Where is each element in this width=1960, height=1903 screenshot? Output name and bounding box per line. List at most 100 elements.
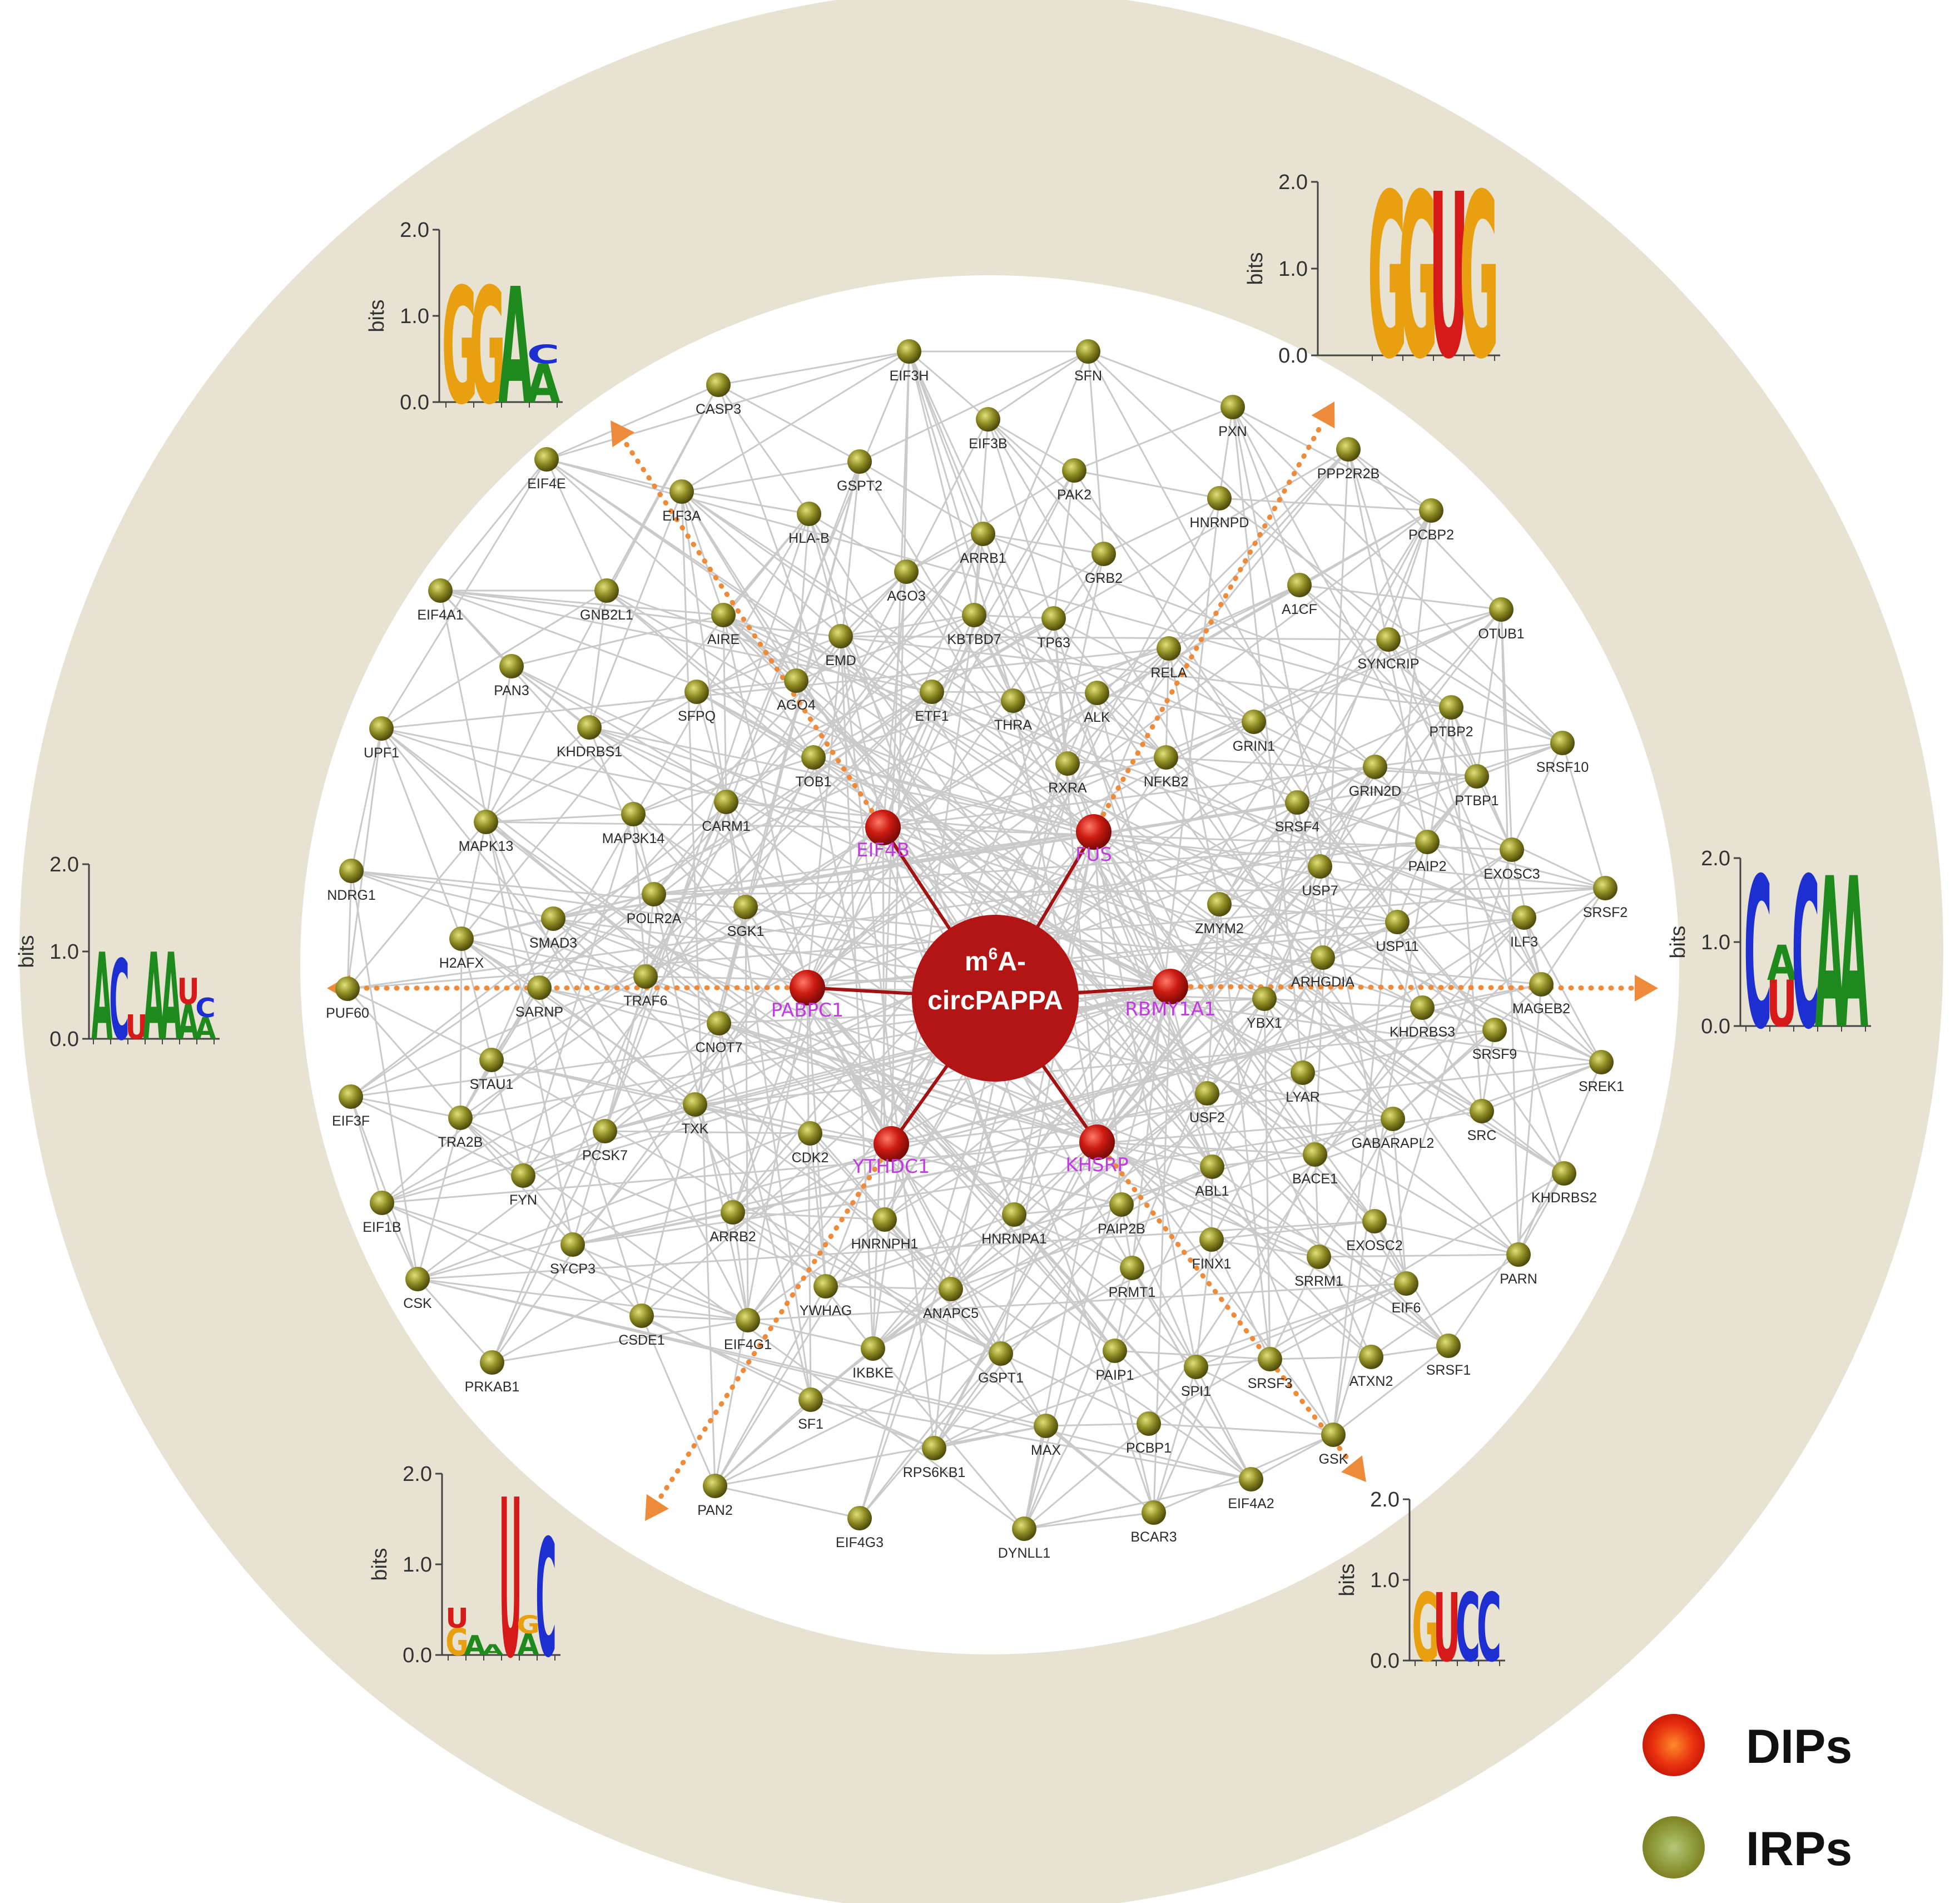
- network-edge: [485, 384, 720, 822]
- irp-node-pcbp1: PCBP1: [1126, 1411, 1172, 1456]
- irp-marker: [1120, 1256, 1144, 1280]
- network-edge: [546, 350, 910, 460]
- network-edge: [1302, 1072, 1316, 1155]
- irp-label: SRSF10: [1536, 760, 1589, 775]
- irp-marker: [1103, 1339, 1127, 1363]
- network-edge: [859, 998, 1266, 1519]
- irp-marker: [1465, 764, 1489, 789]
- irp-marker: [872, 1207, 897, 1232]
- irp-marker: [1482, 1018, 1507, 1042]
- irp-marker: [1242, 710, 1266, 734]
- irp-node-parn: PARN: [1500, 1242, 1537, 1287]
- irp-marker: [1419, 498, 1443, 523]
- logo-letter-a: A: [464, 1630, 486, 1662]
- network-edge: [891, 1007, 1423, 1145]
- irp-node-emd: EMD: [825, 624, 856, 668]
- network-edge: [1476, 742, 1563, 777]
- network-edge: [882, 826, 1495, 1031]
- logo-y-tick-label: 2.0: [49, 853, 79, 876]
- network-edge: [714, 1347, 874, 1487]
- network-edge: [722, 614, 815, 758]
- irp-marker: [1439, 695, 1463, 720]
- irp-marker: [633, 964, 658, 989]
- network-edge: [641, 1315, 748, 1321]
- irp-node-hnrnph1: HNRNPH1: [851, 1207, 919, 1252]
- network-edge: [1024, 1423, 1149, 1530]
- network-edge: [1045, 1425, 1154, 1514]
- irp-label: GSPT1: [978, 1370, 1024, 1386]
- logo-letter-u: U: [177, 971, 199, 1013]
- network-edge: [632, 814, 655, 895]
- irp-label: H2AFX: [439, 955, 484, 971]
- dip-node-eif4b: EIF4B: [856, 810, 910, 861]
- irp-label: EIF1B: [363, 1220, 401, 1235]
- network-edge: [840, 636, 874, 1349]
- irp-marker: [894, 559, 919, 584]
- irp-label: ILF3: [1510, 934, 1538, 950]
- irp-node-srsf1: SRSF1: [1426, 1334, 1471, 1378]
- network-edge: [933, 776, 1478, 1449]
- network-edge: [439, 590, 574, 1245]
- network-edge: [380, 728, 874, 1349]
- irp-label: EIF4A1: [417, 607, 463, 623]
- network-edge: [1511, 742, 1564, 850]
- irp-marker: [1529, 972, 1554, 997]
- irp-marker: [1512, 905, 1536, 930]
- irp-marker: [511, 1163, 535, 1188]
- network-edge: [1253, 608, 1502, 723]
- logo-letter-c: C: [535, 1506, 556, 1694]
- dip-label: KHSRP: [1065, 1154, 1129, 1176]
- network-edge: [1114, 887, 1606, 1352]
- irp-node-pxn: PXN: [1218, 395, 1247, 439]
- network-edge: [461, 918, 554, 940]
- network-edge: [812, 757, 892, 1144]
- network-edge: [987, 419, 1394, 1119]
- network-edge: [1023, 1142, 1098, 1529]
- network-edge: [485, 821, 1133, 1269]
- network-edge: [1332, 510, 1432, 1435]
- irp-label: KHDRBS1: [557, 744, 622, 760]
- network-edge: [718, 384, 860, 463]
- irp-node-mageb2: MAGEB2: [1512, 972, 1570, 1017]
- irp-node-thra: THRA: [994, 688, 1032, 733]
- irp-node-bace1: BACE1: [1292, 1142, 1338, 1187]
- irp-label: HNRNPH1: [851, 1236, 919, 1252]
- irp-label: SGK1: [727, 924, 765, 939]
- irp-node-hnrnpd: HNRNPD: [1190, 486, 1249, 531]
- network-edge: [882, 826, 1372, 1358]
- network-edge: [808, 513, 842, 637]
- network-edge: [987, 419, 1105, 554]
- irp-marker: [541, 906, 565, 931]
- logo-y-tick-label: 0.0: [400, 391, 429, 414]
- logo-y-label: bits: [365, 299, 389, 332]
- dip-node-pabpc1: PABPC1: [771, 970, 843, 1022]
- irp-node-paip1: PAIP1: [1095, 1339, 1134, 1383]
- irp-node-stau1: STAU1: [470, 1048, 513, 1092]
- network-edge: [808, 513, 1213, 1167]
- irp-label: OTUB1: [1478, 626, 1524, 642]
- irp-marker: [1307, 1245, 1331, 1269]
- logo-y-tick-label: 2.0: [1370, 1488, 1400, 1512]
- network-edge: [1211, 1220, 1375, 1241]
- irp-node-exosc2: EXOSC2: [1346, 1209, 1403, 1253]
- irp-node-prmt1: PRMT1: [1109, 1256, 1155, 1300]
- irp-marker: [920, 680, 944, 704]
- network-edge: [1148, 1007, 1423, 1424]
- irp-node-exosc3: EXOSC3: [1483, 837, 1540, 882]
- irp-label: ABL1: [1195, 1183, 1229, 1199]
- irp-node-anapc5: ANAPC5: [923, 1277, 979, 1321]
- irp-label: SRSF2: [1583, 905, 1628, 920]
- network-edge: [653, 893, 1197, 1368]
- network-edge: [1195, 1282, 1407, 1368]
- irp-label: TOB1: [796, 774, 832, 790]
- network-edge: [645, 975, 1171, 988]
- network-edge: [905, 571, 1014, 701]
- irp-node-eif4g1: EIF4G1: [724, 1308, 772, 1352]
- network-edge: [1296, 639, 1390, 803]
- network-edge: [909, 350, 989, 420]
- network-edge: [440, 589, 1094, 833]
- network-edge: [416, 1117, 462, 1280]
- network-edge: [973, 419, 989, 616]
- logo-y-tick-label: 1.0: [403, 1553, 432, 1577]
- irp-marker: [1470, 1099, 1494, 1123]
